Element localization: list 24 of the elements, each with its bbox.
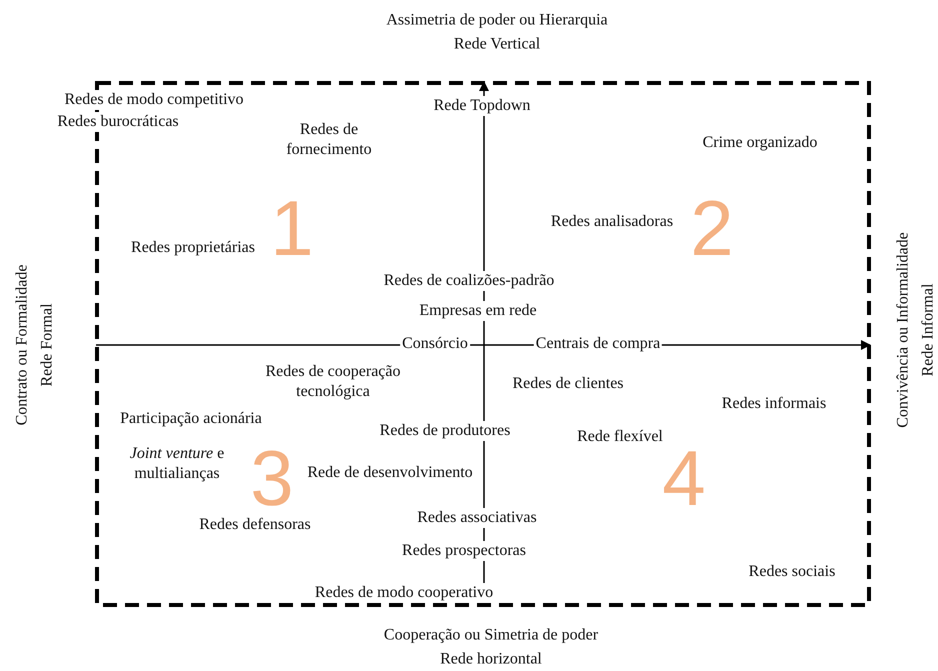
network-label: Redes de produtores: [378, 421, 512, 441]
network-label: Redes associativas: [415, 508, 539, 528]
axis-title: Rede horizontal: [440, 650, 542, 670]
quadrant-number: 1: [270, 188, 314, 268]
axis-title: Contrato ou Formalidade: [12, 264, 32, 426]
quadrant-number: 2: [690, 188, 734, 268]
axis-title: Cooperação ou Simetria de poder: [384, 626, 598, 646]
network-label: Redes proprietárias: [129, 238, 257, 258]
network-label: Crime organizado: [700, 133, 820, 153]
network-label: Redes de modo cooperativo: [312, 583, 496, 603]
network-label: Redes burocráticas: [55, 112, 181, 132]
network-label: Rede Topdown: [432, 96, 532, 116]
axis-title: Rede Informal: [918, 284, 938, 376]
network-label: Redes de coalizões-padrão: [382, 271, 556, 291]
quadrant-number: 4: [662, 438, 706, 518]
network-label: Redes prospectoras: [400, 541, 528, 561]
axis-title: Rede Formal: [38, 303, 56, 387]
network-label: Participação acionária: [118, 409, 264, 429]
axis-title: Rede Vertical: [454, 34, 540, 54]
axis-title: Convivência ou Informalidade: [894, 232, 912, 428]
network-label: Empresas em rede: [417, 301, 539, 321]
axis-title: Assimetria de poder ou Hierarquia: [386, 10, 608, 30]
network-label: Centrais de compra: [534, 334, 662, 354]
network-label: Redes de modo competitivo: [62, 90, 246, 110]
